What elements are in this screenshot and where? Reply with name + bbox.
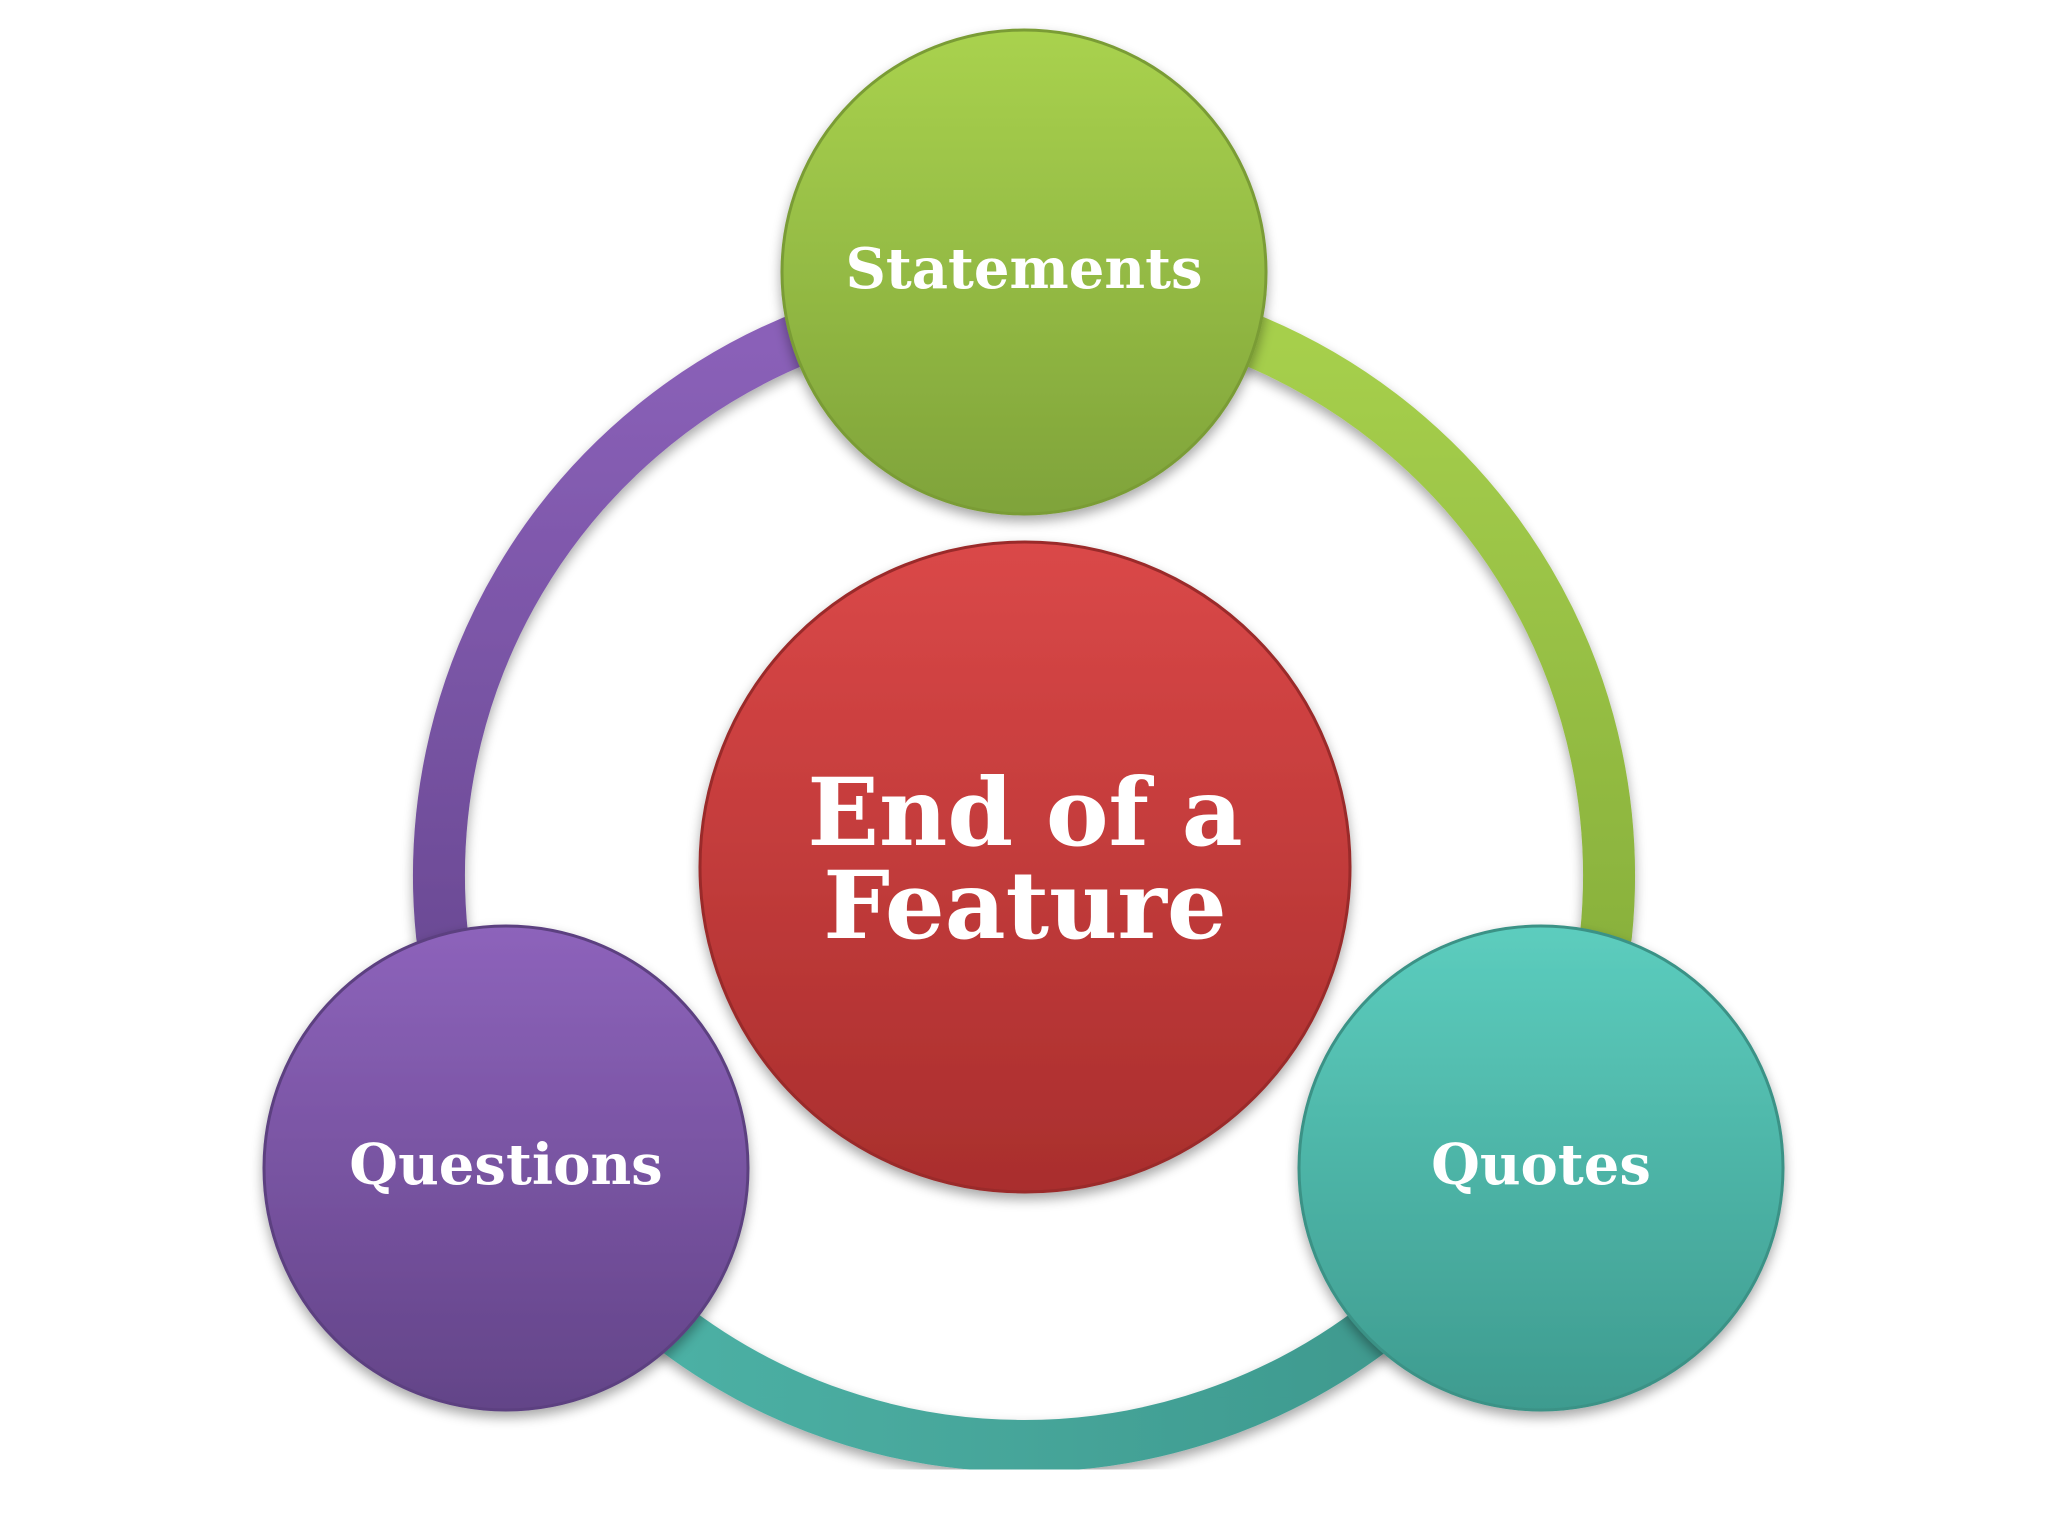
statements-label: Statements <box>845 236 1202 302</box>
node-statements: Statements <box>780 28 1268 516</box>
quotes-circle <box>1297 924 1785 1412</box>
center-node: End of a Feature <box>698 540 1352 1194</box>
ring-arc-left <box>412 316 818 961</box>
questions-circle <box>262 924 750 1412</box>
node-questions: Questions <box>262 924 750 1412</box>
ring-arc-bottom <box>650 1304 1398 1472</box>
quotes-label: Quotes <box>1431 1132 1651 1198</box>
center-label-line2: Feature <box>823 851 1226 961</box>
center-circle <box>698 540 1352 1194</box>
center-label-line1: End of a <box>807 758 1242 868</box>
ring-arc-right <box>1230 316 1636 961</box>
statements-circle <box>780 28 1268 516</box>
node-quotes: Quotes <box>1297 924 1785 1412</box>
questions-label: Questions <box>349 1132 662 1198</box>
